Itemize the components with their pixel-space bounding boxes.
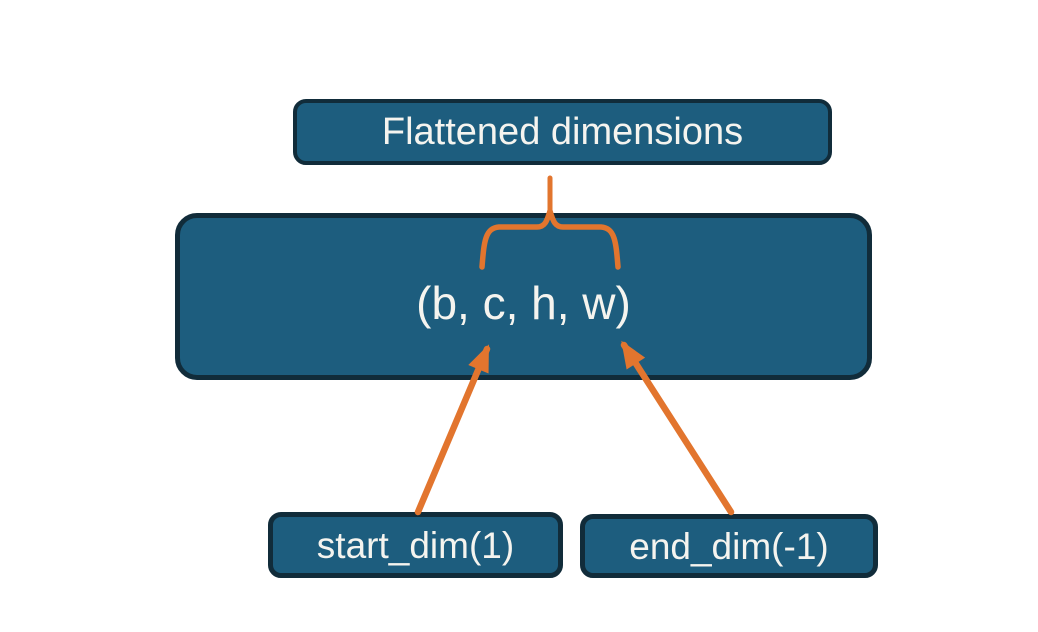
flattened-dimensions-box: Flattened dimensions xyxy=(293,99,832,165)
start-dim-label: start_dim(1) xyxy=(316,524,515,566)
start-dim-box: start_dim(1) xyxy=(268,512,563,578)
tensor-shape-box: (b, c, h, w) xyxy=(175,213,872,380)
tensor-shape-label: (b, c, h, w) xyxy=(416,276,631,329)
end-dim-label: end_dim(-1) xyxy=(629,525,829,567)
flattened-dimensions-label: Flattened dimensions xyxy=(381,111,744,153)
end-dim-box: end_dim(-1) xyxy=(580,514,878,578)
